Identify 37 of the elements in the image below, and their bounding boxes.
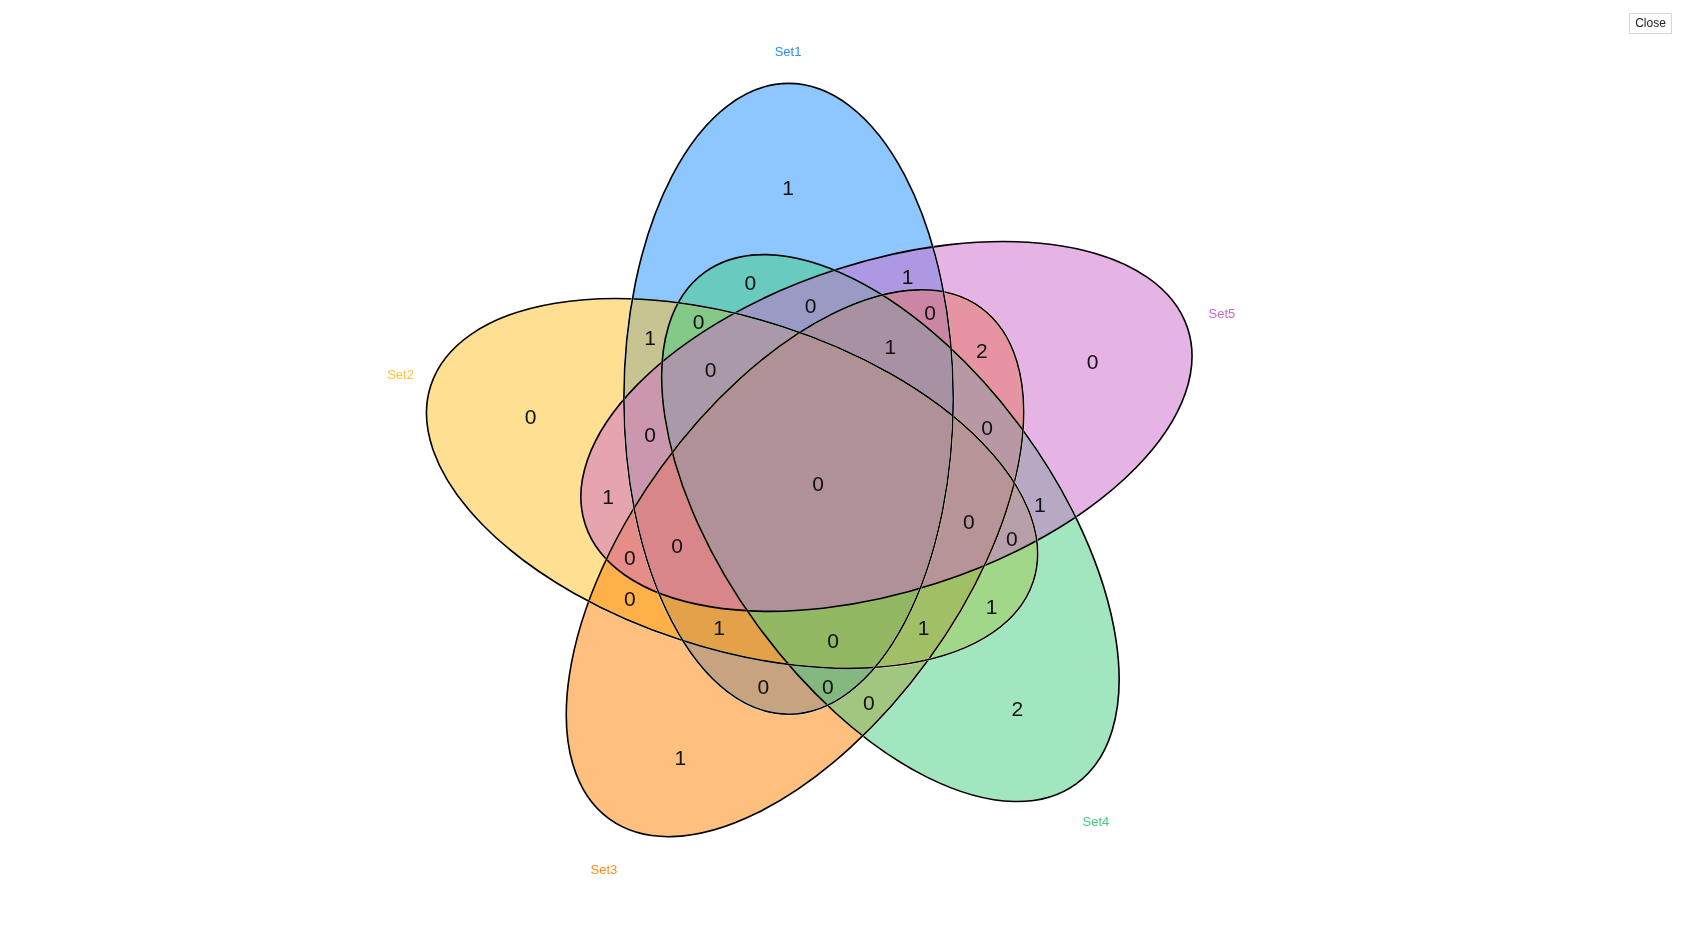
- region-count: 0: [981, 416, 994, 438]
- region-count: 0: [924, 301, 936, 323]
- set-label: Set2: [387, 367, 414, 381]
- region-count: 2: [975, 339, 988, 361]
- region-count: 0: [704, 358, 717, 380]
- set-label: Set5: [1208, 306, 1236, 320]
- region-count: 1: [602, 485, 615, 507]
- region-count: 0: [744, 271, 757, 293]
- region-count: 0: [623, 546, 636, 568]
- region-count: 0: [1086, 350, 1099, 372]
- region-count: 0: [963, 510, 975, 532]
- region-count: 0: [812, 472, 825, 494]
- region-count: 0: [757, 675, 770, 697]
- region-count: 0: [1006, 527, 1018, 549]
- region-count: 0: [692, 310, 705, 332]
- region-count: 2: [1011, 697, 1024, 719]
- set-label: Set4: [1082, 814, 1110, 828]
- region-count: 1: [1034, 493, 1046, 515]
- close-button: Close: [1629, 13, 1672, 34]
- region-count: 1: [901, 265, 914, 287]
- region-count: 0: [862, 691, 875, 713]
- region-count: 1: [782, 176, 794, 198]
- region-count: 0: [827, 629, 840, 650]
- region-count: 0: [804, 294, 817, 316]
- region-count: 0: [623, 587, 636, 608]
- region-count: 1: [713, 616, 725, 637]
- region-count: 1: [884, 335, 897, 357]
- region-count: 0: [644, 423, 657, 445]
- set-label: Set3: [590, 862, 618, 876]
- region-count: 0: [524, 405, 537, 426]
- region-count: 1: [674, 746, 687, 768]
- region-count: 1: [985, 595, 998, 617]
- region-count: 0: [822, 675, 834, 697]
- set-label: Set1: [774, 44, 802, 58]
- region-count: 1: [917, 616, 930, 637]
- region-count: 1: [644, 326, 657, 348]
- region-count: 0: [671, 534, 683, 556]
